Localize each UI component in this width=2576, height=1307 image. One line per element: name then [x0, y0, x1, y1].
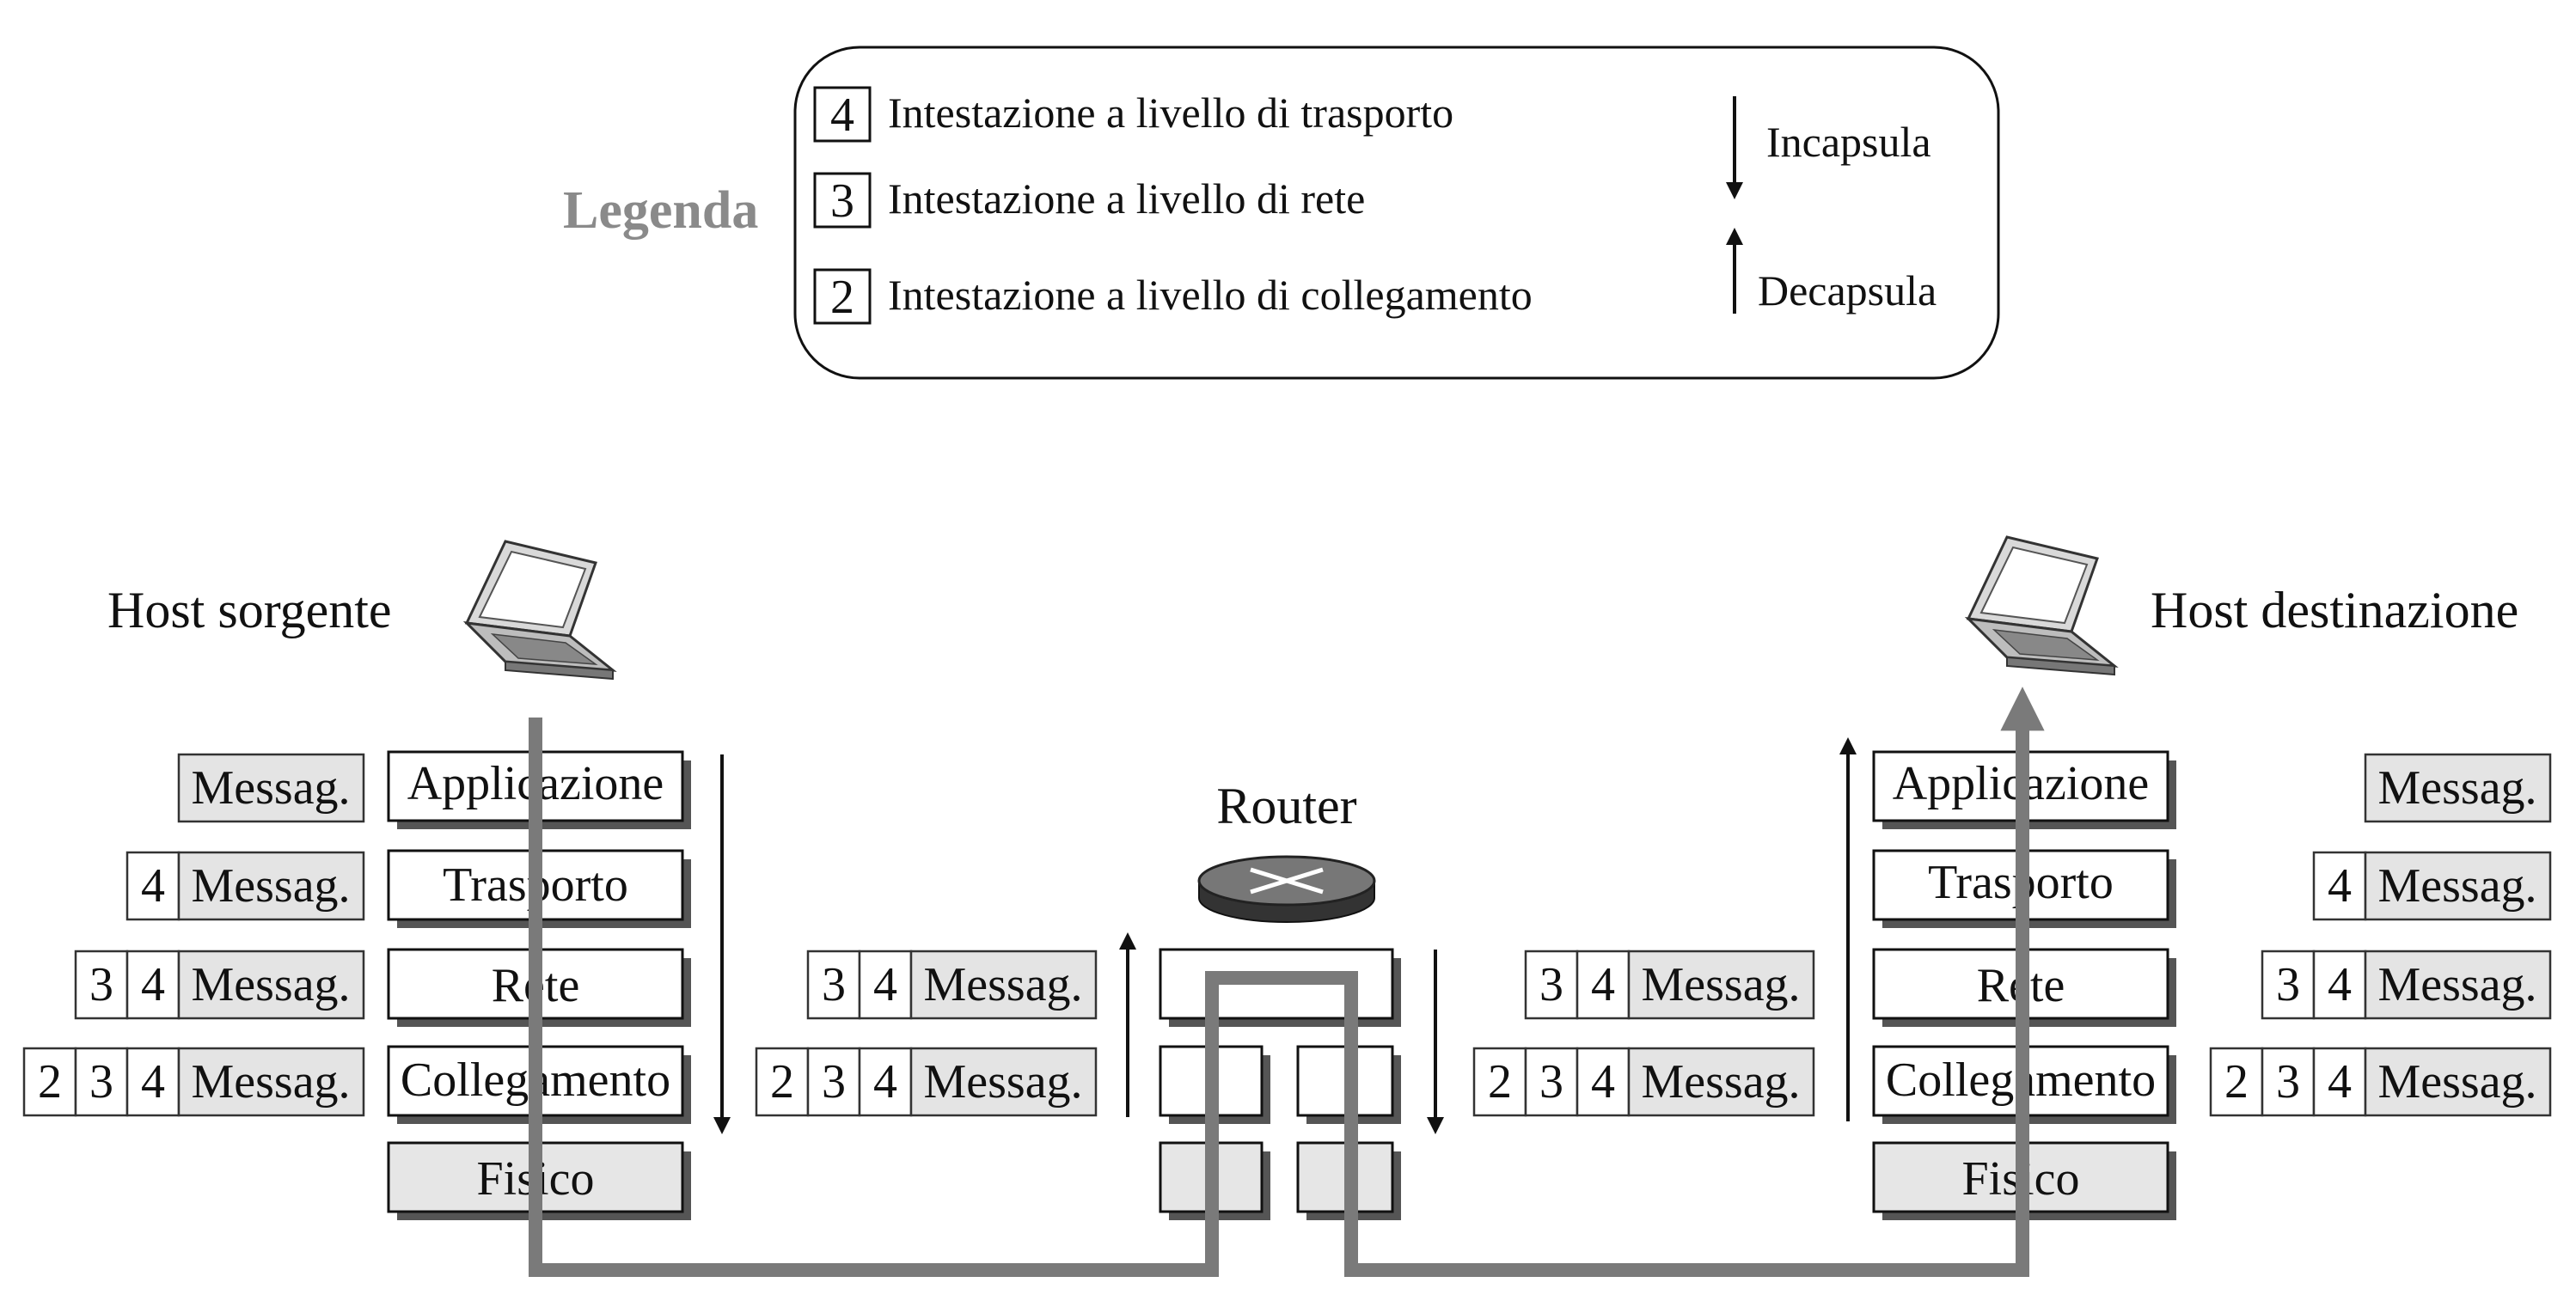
router-icon [1197, 855, 1376, 923]
source-host-label: Host sorgente [107, 582, 392, 638]
message-label: Messag. [191, 761, 350, 815]
message-label: Messag. [1641, 958, 1800, 1011]
message-label: Messag. [2377, 958, 2536, 1011]
router-incoming-packets: 3 4 Messag. 2 3 4 Messag. [755, 950, 1098, 1117]
transport-header: 4 [141, 1055, 165, 1109]
encapsulate-label: Incapsula [1766, 118, 1931, 166]
transport-header: 4 [873, 1055, 897, 1109]
packet: 2 3 4 Messag. [755, 1047, 1098, 1117]
message-label: Messag. [1641, 1055, 1800, 1109]
link-header: 2 [1488, 1055, 1512, 1109]
transport-header: 4 [141, 958, 165, 1011]
destination-host-label: Host destinazione [2151, 582, 2518, 638]
destination-laptop-icon [1967, 535, 2116, 676]
legend-key-num: 2 [830, 271, 854, 324]
message-label: Messag. [2377, 1055, 2536, 1109]
packet: 4 Messag. [2312, 851, 2552, 921]
transport-header: 4 [2328, 859, 2352, 913]
legend-item-label: Intestazione a livello di collegamento [888, 271, 1533, 319]
packet: 2 3 4 Messag. [2209, 1047, 2552, 1117]
network-header: 3 [89, 958, 113, 1011]
message-label: Messag. [191, 958, 350, 1011]
transport-header: 4 [2328, 958, 2352, 1011]
router-layer-stack [1159, 948, 1401, 1220]
packet: Messag. [177, 753, 365, 823]
legend: Legenda 4 Intestazione a livello di tras… [563, 46, 2000, 380]
legend-key-num: 4 [830, 89, 854, 142]
packet: 3 4 Messag. [2261, 950, 2552, 1020]
transport-header: 4 [873, 958, 897, 1011]
network-header: 3 [2276, 958, 2300, 1011]
legend-title: Legenda [563, 181, 758, 240]
transport-header: 4 [141, 859, 165, 913]
router-outgoing-packets: 3 4 Messag. 2 3 4 Messag. [1472, 950, 1815, 1117]
source-packets: Messag. 4 Messag. 3 4 Messag. 2 3 4 Mess… [22, 753, 365, 1117]
legend-frame [793, 46, 2000, 380]
link-header: 2 [2224, 1055, 2249, 1109]
decapsulate-label: Decapsula [1758, 266, 1937, 315]
network-header: 3 [822, 1055, 846, 1109]
legend-item-label: Intestazione a livello di trasporto [888, 89, 1453, 137]
link-header: 2 [38, 1055, 62, 1109]
message-label: Messag. [923, 958, 1082, 1011]
message-label: Messag. [191, 1055, 350, 1109]
legend-key-num: 3 [830, 174, 854, 228]
source-laptop-icon [465, 540, 615, 681]
packet: 4 Messag. [125, 851, 365, 921]
packet: 2 3 4 Messag. [1472, 1047, 1815, 1117]
router-label: Router [1216, 778, 1356, 834]
transport-header: 4 [1591, 1055, 1615, 1109]
packet: 3 4 Messag. [806, 950, 1098, 1020]
legend-item-label: Intestazione a livello di rete [888, 174, 1365, 223]
legend-key-box [813, 172, 872, 229]
packet: 3 4 Messag. [1524, 950, 1815, 1020]
message-label: Messag. [2377, 859, 2536, 913]
network-header: 3 [89, 1055, 113, 1109]
packet: 3 4 Messag. [74, 950, 365, 1020]
legend-key-box [813, 86, 872, 143]
transport-header: 4 [1591, 958, 1615, 1011]
packet: Messag. [2364, 753, 2552, 823]
legend-key-box [813, 268, 872, 325]
link-header: 2 [770, 1055, 794, 1109]
network-header: 3 [1539, 1055, 1563, 1109]
message-label: Messag. [191, 859, 350, 913]
network-header: 3 [2276, 1055, 2300, 1109]
packet: 2 3 4 Messag. [22, 1047, 365, 1117]
network-header: 3 [822, 958, 846, 1011]
data-flow-path [529, 687, 2045, 1277]
message-label: Messag. [923, 1055, 1082, 1109]
network-header: 3 [1539, 958, 1563, 1011]
transport-header: 4 [2328, 1055, 2352, 1109]
message-label: Messag. [2377, 761, 2536, 815]
destination-packets: Messag. 4 Messag. 3 4 Messag. 2 3 4 Mess… [2209, 753, 2552, 1117]
